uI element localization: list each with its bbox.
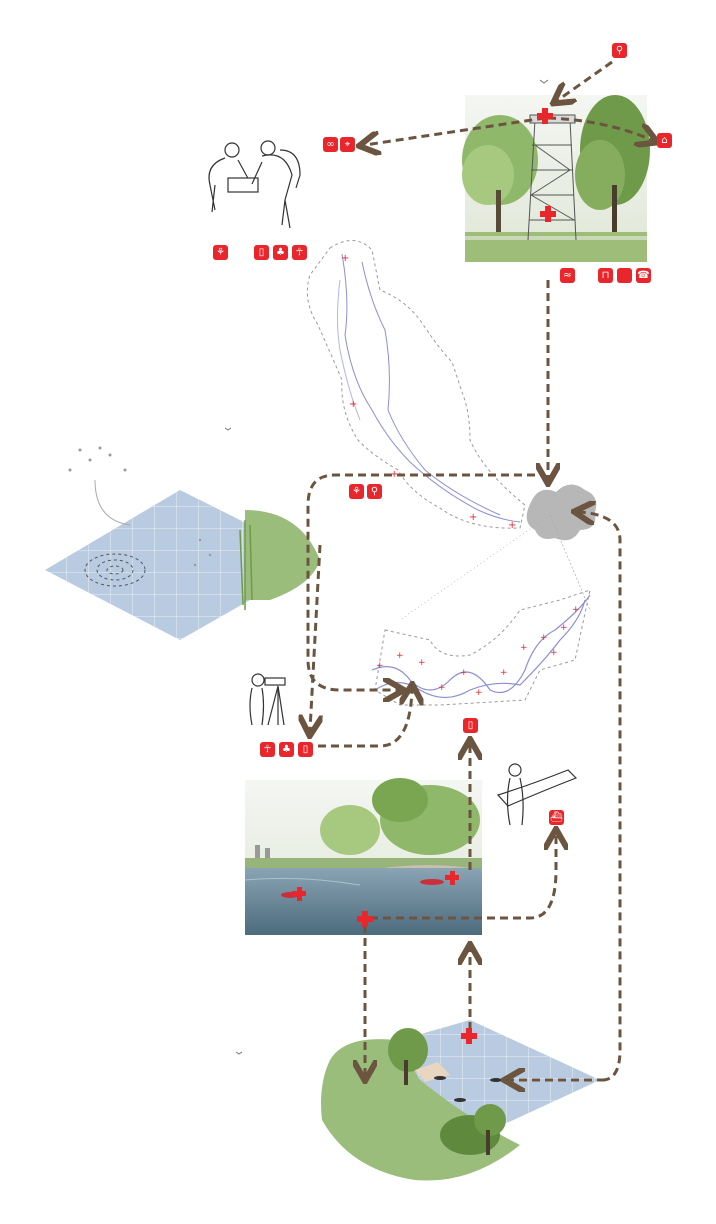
svg-text:+: + [572, 605, 580, 615]
arrow-left-down [310, 544, 320, 730]
svg-text:+: + [349, 399, 357, 410]
svg-text:+: + [550, 648, 558, 658]
blank-icon[interactable] [617, 268, 632, 283]
meander-map: +++ +++ +++ +++ [371, 589, 591, 706]
lake-grid-bottom [321, 1020, 600, 1181]
bench-icon[interactable]: ⊓ [598, 268, 613, 283]
map-icon[interactable]: ⌖ [340, 137, 355, 152]
svg-text:+: + [418, 658, 426, 668]
arrow-loop-left [306, 473, 535, 690]
svg-text:+: + [540, 633, 548, 643]
bottle-icon[interactable]: ▯ [298, 742, 313, 757]
kayaker-figure [496, 763, 578, 826]
settlement-blob [526, 484, 597, 541]
tree-icon[interactable]: ♣ [279, 742, 294, 757]
arrow-cross-to-home [547, 116, 652, 140]
cross-river-2 [445, 871, 459, 885]
red-crosses [292, 108, 556, 1044]
wifi-icon[interactable]: ≈ [560, 268, 575, 283]
water-grid-left [45, 446, 320, 640]
arrow-birder-to-meander [318, 690, 412, 748]
bottle-icon[interactable]: ▯ [254, 245, 269, 260]
bottle-icon[interactable]: ▯ [463, 718, 478, 733]
birds [224, 79, 549, 1055]
house-icon[interactable]: ⌂ [657, 133, 672, 148]
arrow-top-to-cross [558, 60, 613, 100]
phone-icon[interactable]: ☎ [636, 268, 651, 283]
hiker-icon[interactable]: ☥ [292, 245, 307, 260]
svg-text:+: + [475, 688, 483, 698]
binoculars-icon[interactable]: ∞ [323, 137, 338, 152]
birdwatcher-figure [249, 673, 286, 726]
svg-text:+: + [341, 253, 349, 264]
river-photo [244, 778, 482, 935]
river-map: + + + + + [306, 240, 526, 531]
cross-top [537, 108, 553, 124]
cross-lake [461, 1028, 477, 1044]
svg-text:+: + [438, 683, 446, 693]
svg-text:+: + [520, 643, 528, 653]
svg-text:+: + [500, 668, 508, 678]
cross-river-3 [357, 911, 373, 927]
walk-icon[interactable]: ⚘ [349, 484, 364, 499]
tree-icon[interactable]: ♣ [273, 245, 288, 260]
svg-text:+: + [460, 668, 468, 678]
svg-text:+: + [560, 623, 568, 633]
svg-text:+: + [390, 469, 398, 480]
arrow-river-to-kayak [370, 835, 556, 920]
cross-river-1 [292, 887, 306, 901]
svg-text:+: + [508, 520, 516, 531]
hikers-with-map-figure [208, 140, 301, 229]
flow-arrows [306, 60, 652, 1082]
hiker-icon[interactable]: ☥ [260, 742, 275, 757]
boat-icon[interactable]: ⛴ [549, 810, 564, 825]
svg-text:+: + [396, 651, 404, 661]
walk-icon[interactable]: ⚘ [213, 245, 228, 260]
signal-icon[interactable]: ⚲ [612, 43, 627, 58]
watchtower-photo [462, 95, 650, 262]
svg-text:+: + [469, 512, 477, 523]
arrow-cross-to-observation [365, 116, 546, 145]
cross-tower [540, 206, 556, 222]
signal-icon[interactable]: ⚲ [367, 484, 382, 499]
arrow-right-loop [580, 512, 622, 1082]
svg-text:+: + [376, 661, 384, 671]
